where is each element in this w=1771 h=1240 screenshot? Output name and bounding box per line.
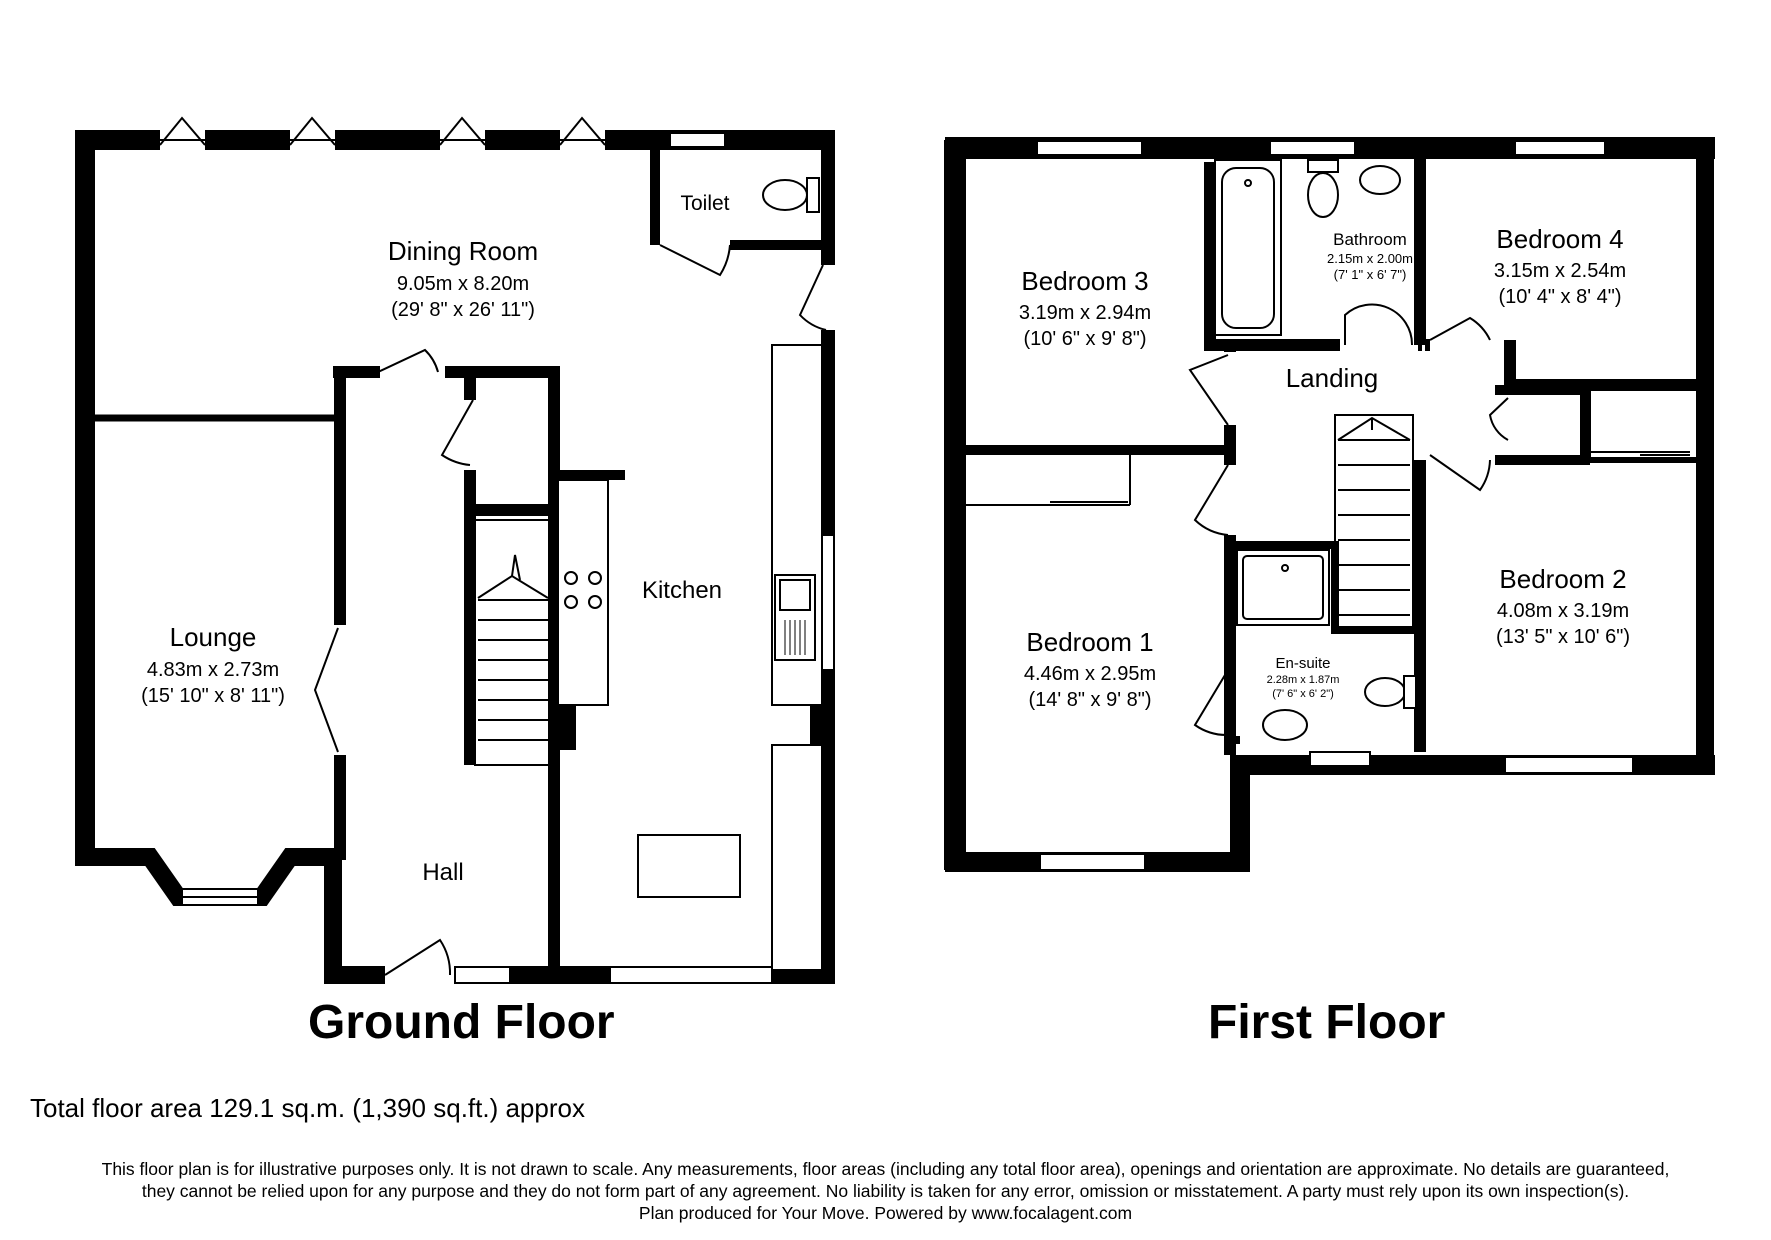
dining-room-dims-m: 9.05m x 8.20m [397,273,529,295]
bedroom3-dims-ft: (10' 6" x 9' 8") [1024,328,1147,350]
landing-name: Landing [1286,363,1379,393]
disclaimer-line-3: Plan produced for Your Move. Powered by … [638,1203,1133,1223]
ensuite-dims-ft: (7' 6" x 6' 2") [1272,688,1334,700]
lounge-dims-ft: (15' 10" x 8' 11") [141,685,285,707]
lounge-name: Lounge [170,622,257,652]
bedroom4-dims-ft: (10' 4" x 8' 4") [1499,286,1622,308]
first-floor-title: First Floor [1208,996,1446,1049]
bedroom1-dims-ft: (14' 8" x 9' 8") [1029,689,1152,711]
bedroom1-dims-m: 4.46m x 2.95m [1024,663,1156,685]
ground-floor-labels: Dining Room 9.05m x 8.20m (29' 8" x 26' … [141,192,730,886]
ground-floor-plan [75,116,835,984]
disclaimer-line-1: This floor plan is for illustrative purp… [101,1159,1670,1179]
bathroom-dims-ft: (7' 1" x 6' 7") [1334,267,1407,282]
total-floor-area: Total floor area 129.1 sq.m. (1,390 sq.f… [30,1093,585,1123]
first-floor-labels: Bedroom 3 3.19m x 2.94m (10' 6" x 9' 8")… [1019,224,1630,711]
dining-room-name: Dining Room [388,236,538,266]
ensuite-dims-m: 2.28m x 1.87m [1267,674,1340,686]
ground-floor-title: Ground Floor [308,996,615,1049]
kitchen-name: Kitchen [642,577,722,604]
ensuite-name: En-suite [1275,655,1330,672]
bedroom3-name: Bedroom 3 [1021,266,1148,296]
bedroom2-dims-ft: (13' 5" x 10' 6") [1496,626,1630,648]
bedroom4-name: Bedroom 4 [1496,224,1623,254]
bedroom2-name: Bedroom 2 [1499,564,1626,594]
toilet-name: Toilet [680,192,729,215]
bathroom-dims-m: 2.15m x 2.00m [1327,251,1413,266]
bedroom4-dims-m: 3.15m x 2.54m [1494,260,1626,282]
first-floor-plan [944,137,1715,872]
bedroom2-dims-m: 4.08m x 3.19m [1497,600,1629,622]
dining-room-dims-ft: (29' 8" x 26' 11") [391,299,535,321]
bathroom-name: Bathroom [1333,230,1407,249]
hall-name: Hall [422,859,463,886]
disclaimer-line-2: they cannot be relied upon for any purpo… [141,1181,1630,1201]
bedroom3-dims-m: 3.19m x 2.94m [1019,302,1151,324]
bedroom1-name: Bedroom 1 [1026,627,1153,657]
disclaimer: This floor plan is for illustrative purp… [0,1158,1771,1224]
lounge-dims-m: 4.83m x 2.73m [147,659,279,681]
